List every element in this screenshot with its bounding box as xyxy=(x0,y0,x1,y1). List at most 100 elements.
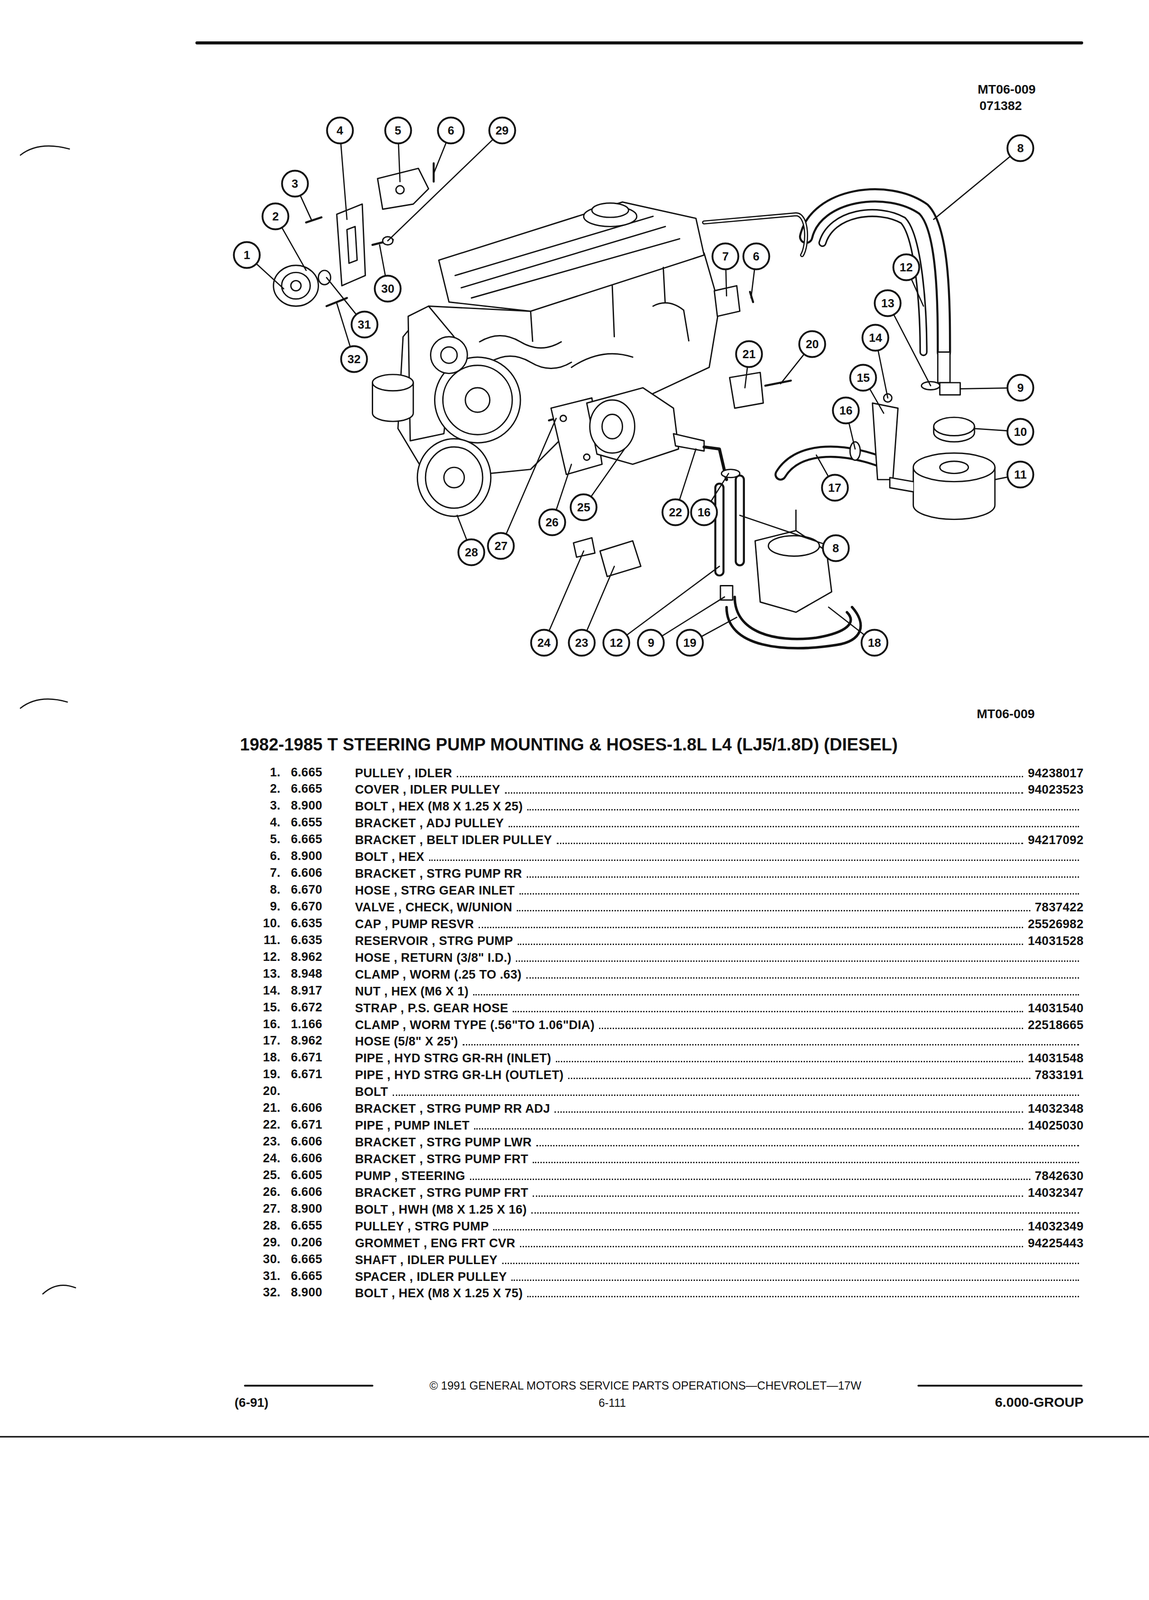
item-number: 12. xyxy=(218,949,281,965)
parts-row: COVER , IDLER PULLEY940235232.6.665 xyxy=(0,780,1149,798)
callout-number: 21 xyxy=(742,348,756,360)
callout-number: 20 xyxy=(805,338,820,350)
page-rule xyxy=(196,41,1082,45)
callout-ring xyxy=(384,117,411,144)
water-pump-pulley xyxy=(430,336,468,374)
dot-leader xyxy=(526,876,1080,878)
item-number: 8. xyxy=(218,881,281,898)
reservoir xyxy=(939,461,969,474)
group-code: 8.962 xyxy=(290,949,323,965)
engine-block xyxy=(530,267,665,342)
parts-row: BRACKET , STRG PUMP FRT1403234726.6.606 xyxy=(0,1183,1149,1201)
description-cell: CLAMP , WORM (.25 TO .63) xyxy=(354,965,1084,983)
description-cell: HOSE , RETURN (3/8" I.D.) xyxy=(354,949,1084,966)
callout-ring xyxy=(735,341,762,368)
group-code: 6.665 xyxy=(290,1268,323,1284)
callout-number: 30 xyxy=(381,282,395,295)
callout-ring xyxy=(743,243,770,270)
callout-ring xyxy=(833,397,860,424)
item-number: 28. xyxy=(218,1217,281,1234)
dot-leader xyxy=(508,825,1080,828)
description-cell: PIPE , PUMP INLET14025030 xyxy=(354,1116,1084,1134)
callout-ring xyxy=(281,170,308,197)
description-cell: BRACKET , STRG PUMP RR xyxy=(354,864,1084,882)
parts-row: CLAMP , WORM TYPE (.56"TO 1.06"DIA)22518… xyxy=(0,1016,1149,1033)
callout-circle: 12 xyxy=(602,628,631,657)
part-number: 94225443 xyxy=(1027,1235,1084,1251)
dot-leader xyxy=(516,909,1031,912)
parts-row: BRACKET , ADJ PULLEY4.6.655 xyxy=(0,814,1149,831)
part-description: BOLT , HEX (M8 X 1.25 X 75) xyxy=(354,1285,523,1301)
description-cell: CLAMP , WORM TYPE (.56"TO 1.06"DIA)22518… xyxy=(354,1016,1084,1033)
dot-leader xyxy=(526,977,1080,979)
part-number: 14031540 xyxy=(1027,1000,1084,1016)
hose xyxy=(806,195,945,353)
callout-circle: 4 xyxy=(325,116,355,145)
item-number: 19. xyxy=(218,1066,281,1082)
callout-circle: 22 xyxy=(661,498,690,527)
dot-leader xyxy=(531,1212,1080,1214)
part-description: HOSE (5/8" X 25') xyxy=(354,1033,459,1050)
item-number: 3. xyxy=(218,797,281,814)
hose xyxy=(780,451,889,475)
part-description: BRACKET , STRG PUMP FRT xyxy=(354,1151,529,1167)
parts-row: CLAMP , WORM (.25 TO .63)13.8.948 xyxy=(0,965,1149,983)
crank-pulley xyxy=(465,387,490,413)
parts-row: BOLT , HEX (M8 X 1.25 X 25)3.8.900 xyxy=(0,797,1149,815)
callout-number: 27 xyxy=(494,539,508,552)
callout-circle: 6 xyxy=(436,116,465,145)
callout-ring xyxy=(326,117,353,144)
footer-rule xyxy=(0,1385,1149,1437)
pump-bracket xyxy=(599,540,641,577)
callout-number: 8 xyxy=(832,542,840,555)
item-number: 26. xyxy=(218,1183,281,1200)
figure-code: MT06-009 xyxy=(977,82,1036,97)
pump-pulley xyxy=(425,446,483,509)
callout-circle: 8 xyxy=(821,534,850,563)
callout-number: 11 xyxy=(1014,468,1027,481)
callout-circle: 17 xyxy=(820,473,850,502)
dot-leader xyxy=(527,809,1080,811)
reservoir-cap xyxy=(933,417,975,442)
description-cell: BRACKET , BELT IDLER PULLEY94217092 xyxy=(354,831,1084,848)
steering-gear xyxy=(726,607,861,649)
callout-ring xyxy=(262,203,289,230)
hose-clamp xyxy=(721,469,740,478)
gear-hose-strap xyxy=(872,394,899,480)
callout-circle: 11 xyxy=(1006,460,1035,489)
callout-number: 6 xyxy=(752,250,760,263)
steering-pump xyxy=(586,387,705,465)
hose xyxy=(822,213,924,353)
description-cell: PIPE , HYD STRG GR-RH (INLET)14031548 xyxy=(354,1049,1084,1066)
dot-leader xyxy=(519,893,1080,895)
hose-clamp xyxy=(849,441,860,460)
callout-number: 7 xyxy=(722,250,729,263)
gear-hose-strap xyxy=(872,403,899,480)
water-pump-pulley xyxy=(440,346,458,364)
callout-circle: 10 xyxy=(1006,417,1035,446)
group-code: 6.606 xyxy=(290,864,323,881)
description-cell: BOLT , HWH (M8 X 1.25 X 16) xyxy=(354,1200,1084,1218)
pump-bracket xyxy=(550,285,764,577)
page-title: 1982-1985 T STEERING PUMP MOUNTING & HOS… xyxy=(239,734,898,755)
description-cell: HOSE (5/8" X 25') xyxy=(354,1032,1084,1050)
part-description: CLAMP , WORM TYPE (.56"TO 1.06"DIA) xyxy=(354,1017,595,1033)
item-number: 5. xyxy=(218,831,281,847)
idler-bracket xyxy=(346,226,357,264)
dot-leader xyxy=(493,1228,1024,1231)
callout-circle: 29 xyxy=(488,116,517,145)
leader-line xyxy=(544,550,585,643)
part-description: NUT , HEX (M6 X 1) xyxy=(354,983,469,1000)
callout-ring xyxy=(341,346,368,373)
callout-number: 31 xyxy=(357,318,371,331)
steering-pump xyxy=(673,433,705,451)
description-cell: CAP , PUMP RESVR25526982 xyxy=(354,915,1084,932)
idler-bracket xyxy=(336,204,366,286)
item-number: 6. xyxy=(218,848,281,864)
item-number: 22. xyxy=(218,1116,281,1133)
callout-number: 6 xyxy=(447,124,455,137)
hose-clamp xyxy=(721,381,940,478)
description-cell: BOLT , HEX xyxy=(354,848,1084,865)
parts-row: BRACKET , STRG PUMP LWR23.6.606 xyxy=(0,1133,1149,1150)
